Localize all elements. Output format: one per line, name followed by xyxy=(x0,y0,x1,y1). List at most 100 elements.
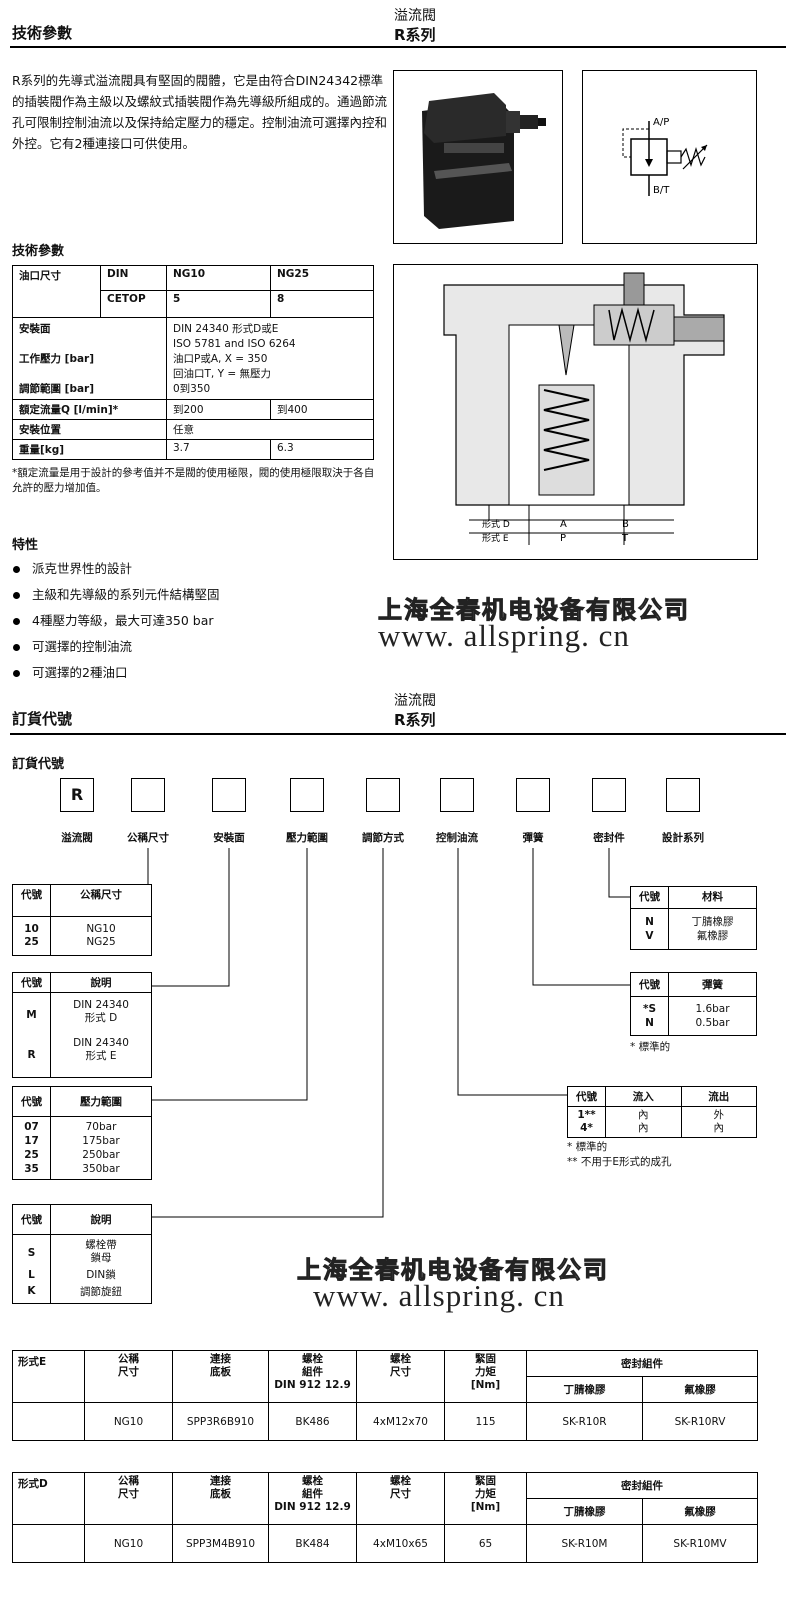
page-title: 技術參數 xyxy=(12,24,73,42)
bt-e-h-nbr: 丁腈橡膠 xyxy=(526,1376,643,1403)
ctrl-out: 內 xyxy=(713,1122,725,1134)
code-label: 密封件 xyxy=(593,832,625,844)
code-label: 控制油流 xyxy=(436,832,478,844)
mount-value: DIN 24340 xyxy=(73,999,129,1011)
bt-d-h-bolt1: 螺栓 xyxy=(302,1475,323,1487)
seal-value: 丁腈橡膠 xyxy=(691,916,734,928)
section-label-t: T xyxy=(621,533,629,544)
order-code-title: 訂貨代號 xyxy=(12,757,65,772)
code-label: 安裝面 xyxy=(213,832,245,844)
section-label-form-d: 形式 D xyxy=(482,518,510,530)
bt-e-h-bsize1: 螺栓 xyxy=(390,1353,411,1365)
bt-e-h-plate1: 連接 xyxy=(210,1353,231,1365)
ctrl-out: 外 xyxy=(713,1109,725,1121)
spring-head-code: 代號 xyxy=(630,972,669,997)
bt-e-plate: SPP3R6B910 xyxy=(172,1402,269,1441)
bt-d-h-fkm: 氟橡膠 xyxy=(642,1498,758,1525)
bt-e-fkm: SK-R10RV xyxy=(642,1402,758,1441)
bt-e-h-bolt1: 螺栓 xyxy=(302,1353,323,1365)
spring-note: * 標準的 xyxy=(630,1041,671,1053)
spring-value: 1.6bar xyxy=(695,1003,730,1015)
press-code: 17 xyxy=(24,1135,39,1147)
spec-pressure-label: 工作壓力 [bar] xyxy=(19,353,95,365)
hydraulic-symbol: A/P B/T xyxy=(582,70,757,244)
mount-code: R xyxy=(27,1049,36,1061)
bt-d-h-bolt3: DIN 912 12.9 xyxy=(274,1501,351,1513)
spec-mounting-value1: DIN 24340 形式D或E xyxy=(173,323,279,335)
bt-e-h-torque3: [Nm] xyxy=(470,1379,501,1391)
adj-value: 調節旋鈕 xyxy=(80,1286,122,1298)
spec-mounting-value2: ISO 5781 and ISO 6264 xyxy=(173,338,296,350)
bt-d-h-bolt2: 組件 xyxy=(302,1488,323,1500)
feature-item: 派克世界性的設計 xyxy=(10,560,380,586)
symbol-label-bt: B/T xyxy=(653,185,670,196)
spring-head-name: 彈簧 xyxy=(668,972,757,997)
size-code: 10 xyxy=(24,923,39,935)
bt-d-plate: SPP3M4B910 xyxy=(172,1524,269,1563)
press-code: 35 xyxy=(24,1163,39,1175)
code-label: 設計系列 xyxy=(662,832,704,844)
order-header-rule xyxy=(10,733,786,735)
bt-e-h-nominal1: 公稱 xyxy=(118,1353,139,1365)
size-value: NG25 xyxy=(86,936,116,948)
code-box-control xyxy=(440,778,474,812)
bt-e-nbr: SK-R10R xyxy=(526,1402,643,1441)
ctrl-in: 內 xyxy=(638,1122,649,1134)
press-head-range: 壓力範圍 xyxy=(50,1086,152,1117)
feature-item: 可選擇的2種油口 xyxy=(10,664,380,690)
bt-d-h-nbr: 丁腈橡膠 xyxy=(526,1498,643,1525)
spec-mounting-label: 安裝面 xyxy=(19,323,51,335)
size-head-name: 公稱尺寸 xyxy=(50,884,152,917)
section-label-form-e: 形式 E xyxy=(482,532,509,544)
bt-d-h-nominal1: 公稱 xyxy=(118,1475,139,1487)
code-label: 彈簧 xyxy=(522,832,544,844)
bt-e-h-nominal2: 尺寸 xyxy=(118,1366,139,1378)
mount-head-desc: 說明 xyxy=(50,972,152,993)
bt-e-h-bsize2: 尺寸 xyxy=(390,1366,411,1378)
press-value: 175bar xyxy=(82,1135,120,1147)
watermark-company: 上海全春机电设备有限公司 xyxy=(378,595,690,625)
press-value: 70bar xyxy=(85,1121,117,1133)
ctrl-head-out: 流出 xyxy=(680,1086,757,1107)
ctrl-in: 內 xyxy=(638,1109,649,1121)
code-box-mounting xyxy=(212,778,246,812)
intro-text: R系列的先導式溢流閥具有堅固的閥體，它是由符合DIN24342標準的插裝閥作為主… xyxy=(12,73,388,151)
code-label: 溢流閥 xyxy=(61,832,93,844)
spring-value: 0.5bar xyxy=(695,1017,730,1029)
bt-d-h-bsize1: 螺栓 xyxy=(390,1475,411,1487)
mount-value: 形式 E xyxy=(85,1050,117,1062)
code-box-adjust xyxy=(366,778,400,812)
bt-d-h-torque1: 緊固 xyxy=(475,1475,496,1487)
adj-value: 鎖母 xyxy=(90,1252,112,1264)
press-value: 350bar xyxy=(82,1163,120,1175)
spec-footnote: *額定流量是用于設計的參考值并不是閥的使用極限，閥的使用極限取決于各自允許的壓力… xyxy=(12,467,375,494)
press-code: 07 xyxy=(24,1121,39,1133)
order-page-title: 訂貨代號 xyxy=(12,710,73,728)
bt-d-h-plate2: 底板 xyxy=(210,1488,231,1500)
bt-e-h-bolt3: DIN 912 12.9 xyxy=(274,1379,351,1391)
bt-e-h-seal: 密封組件 xyxy=(526,1350,758,1377)
feature-item: 4種壓力等級，最大可達350 bar xyxy=(10,612,380,638)
spring-code: *S xyxy=(642,1003,657,1015)
adj-value: DIN鎖 xyxy=(86,1269,116,1281)
spec-cetop8: 8 xyxy=(270,290,374,318)
code-box-design xyxy=(666,778,700,812)
spec-title: 技術參數 xyxy=(12,244,65,259)
code-label: 公稱尺寸 xyxy=(127,832,169,844)
bt-e-bsize: 4xM12x70 xyxy=(356,1402,445,1441)
features-title: 特性 xyxy=(12,538,39,553)
bt-e-h-torque1: 緊固 xyxy=(475,1353,496,1365)
press-code: 25 xyxy=(24,1149,39,1161)
spec-pressure-value1: 油口P或A, X = 350 xyxy=(173,353,268,365)
bt-d-size: NG10 xyxy=(84,1524,173,1563)
ctrl-code: 1** xyxy=(577,1109,596,1121)
bt-d-form: 形式D xyxy=(12,1472,85,1525)
adj-code: K xyxy=(27,1285,36,1297)
bt-d-bolt: BK484 xyxy=(268,1524,357,1563)
